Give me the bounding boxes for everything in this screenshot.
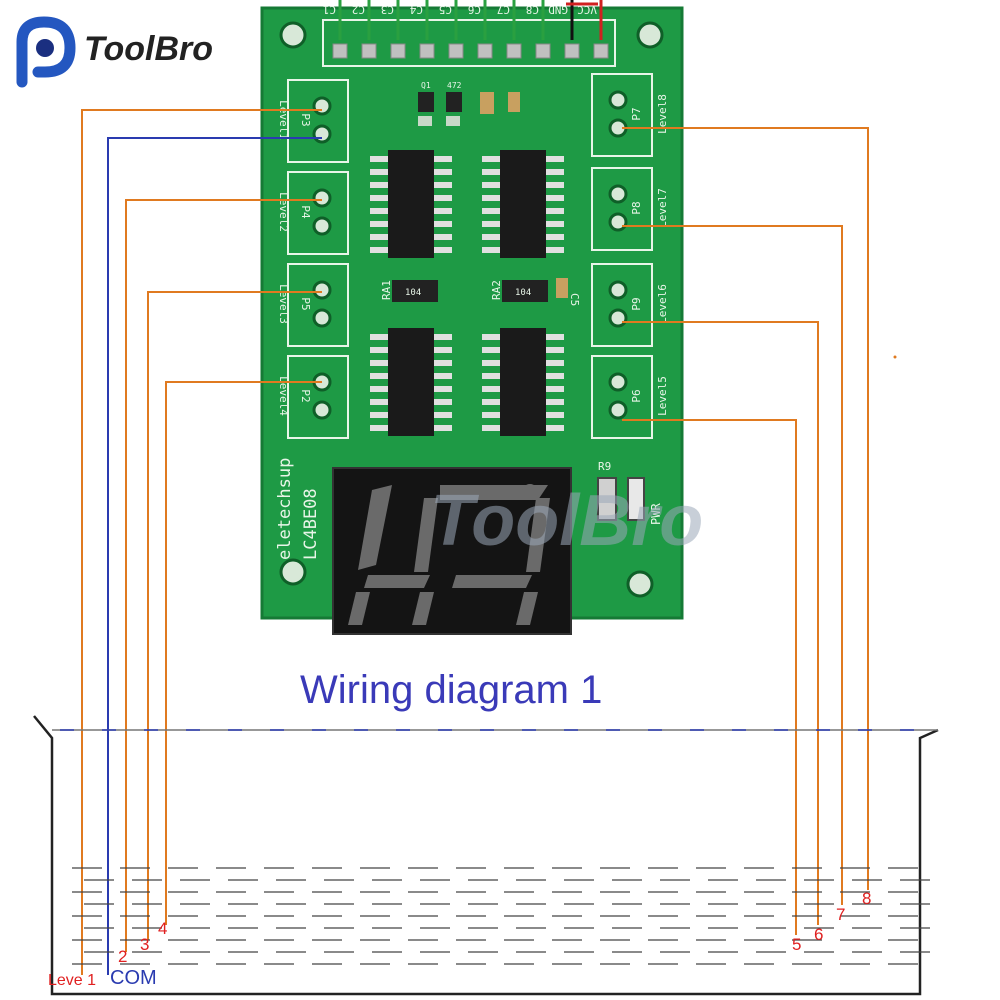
pwr-label: PWR	[649, 503, 663, 525]
header-pin	[535, 43, 551, 59]
terminal-port-label: P6	[630, 389, 643, 402]
header-pin-label: C4	[409, 3, 423, 16]
terminal-level-label: Level5	[656, 376, 669, 416]
seven-segment-display	[332, 467, 572, 635]
terminal-port-label: P8	[630, 201, 643, 214]
terminal-block: Level5 P6	[591, 355, 669, 439]
mount-hole	[626, 570, 654, 598]
wiring	[81, 109, 897, 975]
terminal-block: Level3 P5	[277, 263, 349, 347]
terminal-block: Level4 P2	[277, 355, 349, 439]
probe-label: COM	[110, 967, 157, 989]
pin-header: C1 C2 C3 C4 C5 C6 C7 C8 GND VCC	[322, 0, 616, 67]
watermark: ToolBro	[430, 481, 703, 561]
mount-hole	[636, 21, 664, 49]
header-pin-label: C5	[439, 3, 452, 16]
header-pin	[593, 43, 609, 59]
terminal-level-label: Level8	[656, 94, 669, 134]
model-label: LC4BE08	[301, 488, 321, 560]
header-pin	[390, 43, 406, 59]
mount-hole	[279, 558, 307, 586]
probe-label: 5	[792, 935, 801, 954]
ic-chip	[370, 328, 452, 436]
terminal-port-label: P7	[630, 107, 643, 120]
brand-name: ToolBro	[84, 30, 213, 68]
probe-wire	[147, 291, 322, 940]
r472-label: 472	[447, 81, 462, 90]
terminal-level-label: Level4	[277, 376, 290, 416]
probe-label: 7	[836, 905, 845, 924]
header-pin	[506, 43, 522, 59]
probe-label: 2	[118, 947, 127, 966]
header-pin	[361, 43, 377, 59]
header-pin-label: GND	[548, 3, 568, 16]
brand-logo: ToolBro	[16, 16, 213, 88]
terminal-port-label: P4	[299, 205, 312, 219]
header-pin-label: C1	[323, 3, 336, 16]
r9-label: R9	[598, 460, 611, 473]
ic-chip	[370, 150, 452, 258]
probe-label: 4	[158, 919, 167, 938]
probe-wire	[125, 199, 322, 952]
terminal-level-label: Level6	[656, 284, 669, 324]
probe-wire	[107, 137, 322, 975]
terminal-port-label: P5	[299, 297, 312, 310]
ra1-code: 104	[405, 288, 421, 298]
mount-hole	[279, 21, 307, 49]
diagram-title: Wiring diagram 1	[300, 668, 602, 712]
terminal-block: Level2 P4	[277, 171, 349, 255]
terminal-port-label: P3	[299, 113, 312, 126]
ra2-label: RA2	[490, 280, 503, 300]
header-pin	[419, 43, 435, 59]
probe-label: 8	[862, 889, 871, 908]
header-pin	[448, 43, 464, 59]
maker-label: eletechsup	[275, 458, 295, 560]
probe-wire	[622, 419, 797, 935]
header-pin-label: C2	[352, 3, 365, 16]
logo-p-icon	[16, 16, 76, 88]
terminal-block: Level6 P9	[591, 263, 669, 347]
ic-chip	[482, 150, 564, 258]
q1-label: Q1	[421, 81, 431, 90]
header-pin-label: VCC	[577, 3, 597, 16]
water-surface	[60, 729, 930, 965]
ra1-label: RA1	[380, 280, 393, 300]
header-pin-label: C7	[497, 3, 510, 16]
terminal-level-label: Level2	[277, 192, 290, 232]
logo-dot-icon	[36, 39, 54, 57]
probe-label: Leve 1	[48, 972, 96, 989]
probe-wire	[165, 381, 322, 925]
probe-label: 3	[140, 935, 149, 954]
ra2-code: 104	[515, 288, 531, 298]
terminal-port-label: P2	[299, 389, 312, 402]
terminal-level-label: Level3	[277, 284, 290, 324]
header-pin-label: C3	[381, 3, 394, 16]
ic-chip	[482, 328, 564, 436]
header-pin	[332, 43, 348, 59]
probe-wire	[622, 127, 869, 890]
probe-wire	[622, 225, 843, 905]
probe-wire	[81, 109, 322, 975]
header-pin	[477, 43, 493, 59]
tank-outline	[33, 715, 939, 996]
header-pin-label: C8	[526, 3, 539, 16]
terminal-port-label: P9	[630, 297, 643, 310]
water-tank	[33, 715, 939, 996]
probe-label: 6	[814, 925, 823, 944]
c5-label: C5	[568, 293, 581, 306]
terminal-level-label: Level7	[656, 188, 669, 228]
probe-wire	[622, 321, 819, 925]
header-pin-label: C6	[468, 3, 481, 16]
header-pin	[564, 43, 580, 59]
terminal-level-label: Level1	[277, 100, 290, 140]
